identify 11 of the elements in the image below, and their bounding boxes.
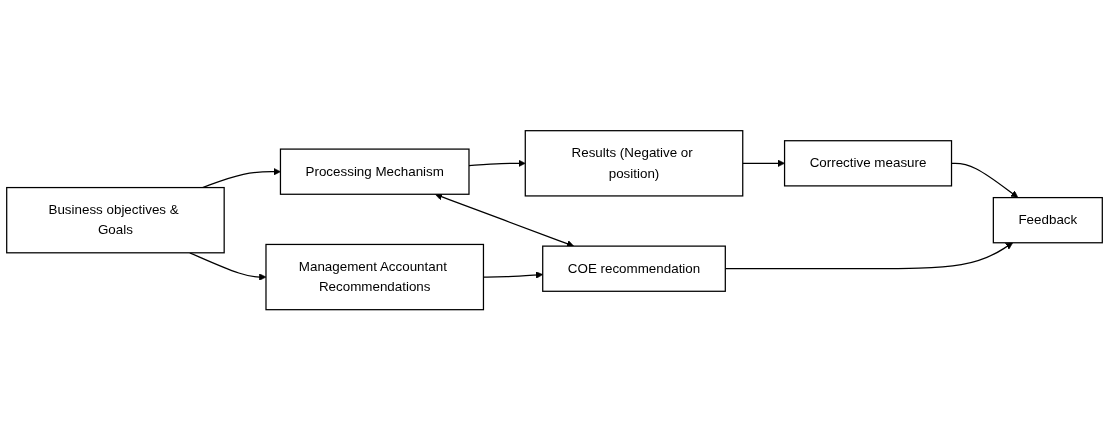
node-box: Business objectives & Goals [6, 187, 225, 254]
node-box: Feedback [992, 197, 1103, 244]
arrow [202, 168, 281, 189]
node-box: COE recommendation [542, 245, 726, 293]
node-box: Results (Negative or position) [524, 130, 744, 197]
node-box: Processing Mechanism [279, 148, 470, 196]
arrow [742, 159, 785, 168]
arrow [435, 193, 574, 248]
node-box: Management Accountant Recommendations [265, 244, 485, 311]
node-box: Corrective measure [783, 140, 953, 187]
arrow [468, 159, 526, 168]
